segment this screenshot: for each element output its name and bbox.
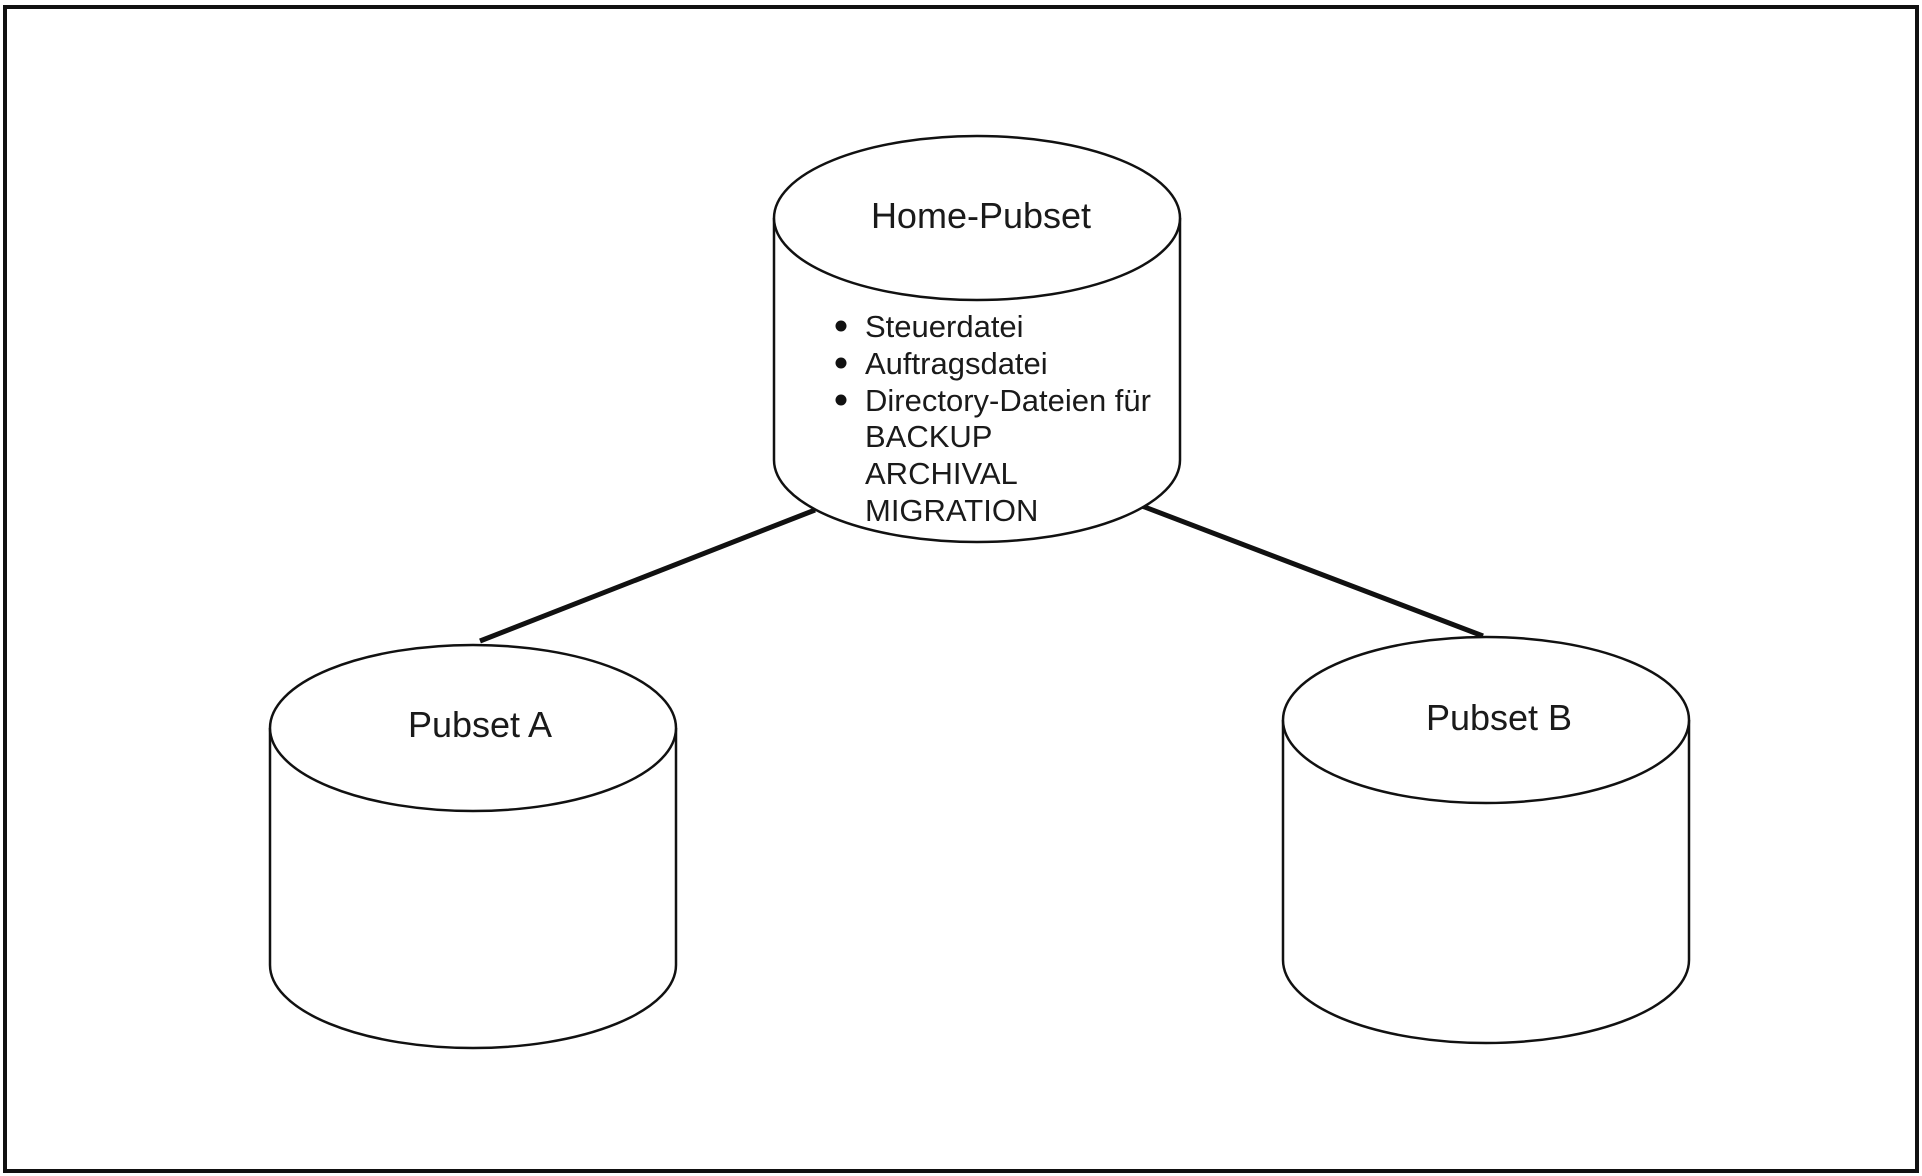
pubset-a-top [268,643,678,813]
pubset-b-label: Pubset B [1426,697,1572,738]
pubset-a-cylinder: Pubset A [268,643,678,1050]
connector-home-to-pubset-a [479,507,816,644]
home-pubset-contents: Steuerdatei Auftragsdatei Directory-Date… [835,309,1151,528]
home-pubset-label: Home-Pubset [871,195,1091,236]
bullet-item-directory-dateien: Directory-Dateien für [865,383,1151,418]
bullet-dot [835,320,847,332]
pubset-b-top [1281,635,1691,805]
pubset-b-cylinder: Pubset B [1281,635,1691,1045]
home-pubset-top [772,134,1182,302]
bullet-dot [835,357,847,369]
sub-item-archival: ARCHIVAL [865,456,1018,491]
bullet-dot [835,394,847,406]
home-pubset-body [772,218,1182,544]
sub-item-migration: MIGRATION [865,493,1038,528]
connector-home-to-pubset-b [1141,503,1484,639]
bullet-item-auftragsdatei: Auftragsdatei [865,346,1048,381]
pubset-b-body [1281,720,1691,1045]
bullet-item-steuerdatei: Steuerdatei [865,309,1024,344]
sub-item-backup: BACKUP [865,419,992,454]
pubset-a-body [268,728,678,1050]
home-pubset-cylinder: Home-Pubset Steuerdatei Auftragsdatei Di… [772,134,1182,544]
pubset-a-label: Pubset A [408,704,552,745]
